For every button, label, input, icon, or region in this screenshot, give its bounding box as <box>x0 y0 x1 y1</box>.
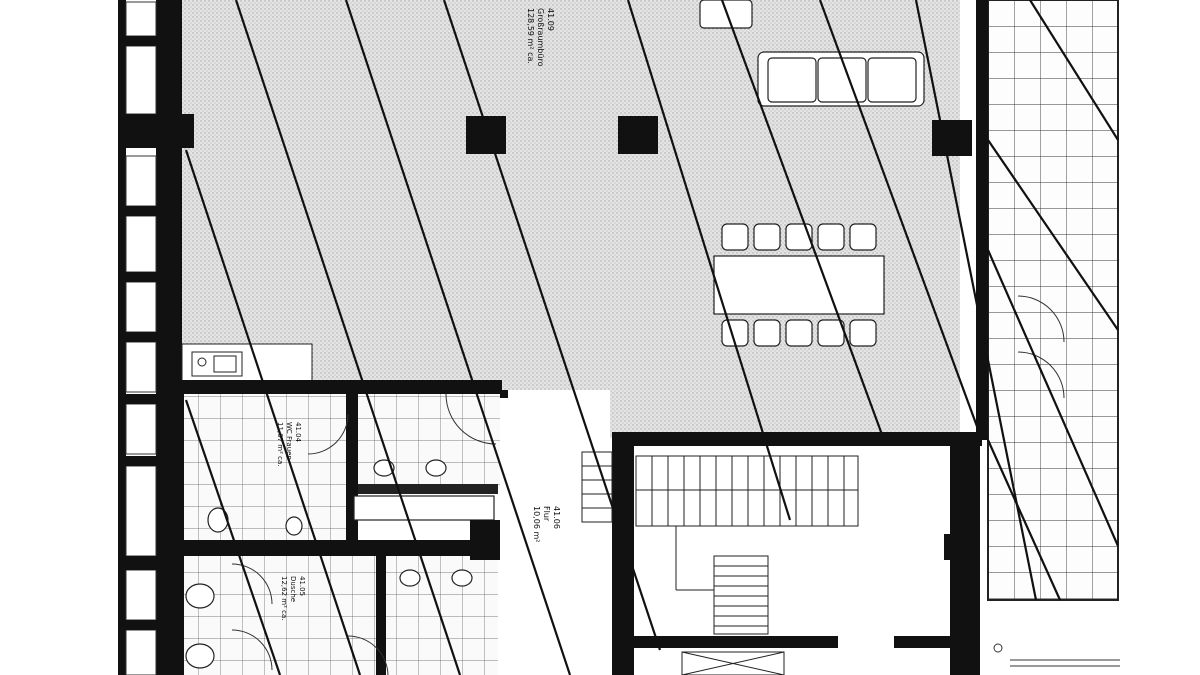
corridor-number: 41.06 <box>552 506 561 529</box>
wc-men-name: Dusche <box>289 576 297 602</box>
office-name: Großraumbüro <box>536 8 545 67</box>
wc-men-number: 41.05 <box>298 576 306 596</box>
corridor-name: Flur <box>542 506 551 522</box>
conference-table <box>713 223 885 347</box>
terrace-drains <box>993 643 1120 667</box>
office-area-label: 128,59 m² ca. <box>526 8 535 64</box>
stair-core <box>581 432 982 675</box>
kitchenette <box>181 343 313 385</box>
room-label-wc-men: 41.05 Dusche 12,62 m² ca. <box>280 576 306 620</box>
room-label-wc-women: 41.04 WC Frauen 11,67 m² ca. <box>276 422 302 466</box>
columns <box>466 116 972 156</box>
room-label-corridor: 41.06 Flur 10,06 m² <box>532 506 561 542</box>
room-label-office: 41.09 Großraumbüro 128,59 m² ca. <box>526 8 555 67</box>
wc-women-name: WC Frauen <box>285 422 293 460</box>
wc-women-area-label: 11,67 m² ca. <box>276 422 284 466</box>
door-swings <box>231 295 1065 675</box>
diagonal-lines <box>184 0 1120 675</box>
office-area-lower <box>500 385 960 438</box>
wc-men-area <box>184 556 380 675</box>
wc-women-number: 41.04 <box>294 422 302 443</box>
wc-men-area-label: 12,62 m² ca. <box>280 576 288 620</box>
office-number: 41.09 <box>546 8 555 31</box>
corridor-area-label: 10,06 m² <box>532 506 541 542</box>
